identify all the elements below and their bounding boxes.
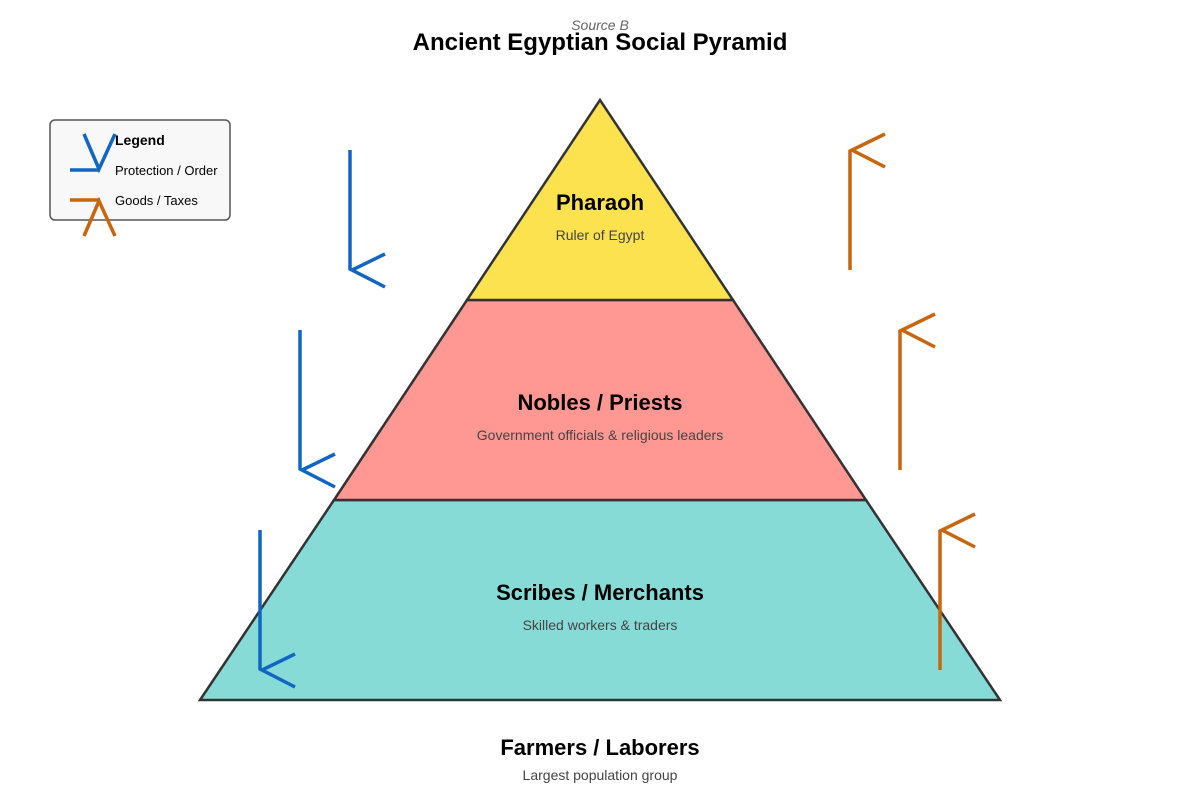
tier-pharaoh-shape bbox=[464, 97, 736, 302]
goods-arrow-2 bbox=[898, 312, 936, 470]
goods-arrow-icon bbox=[70, 196, 117, 237]
tier-nobles-description: Government officials & religious leaders bbox=[477, 427, 723, 443]
diagram-title: Ancient Egyptian Social Pyramid bbox=[413, 29, 788, 56]
protection-arrows bbox=[258, 150, 386, 689]
protection-arrow-icon bbox=[70, 133, 117, 174]
tier-pharaoh-description: Ruler of Egypt bbox=[556, 227, 645, 243]
tier-scribes-description: Skilled workers & traders bbox=[523, 617, 678, 633]
goods-arrow-1 bbox=[848, 132, 886, 270]
goods-arrow-3 bbox=[938, 512, 976, 670]
base-group-name: Farmers / Laborers bbox=[500, 735, 699, 760]
protection-arrow-1 bbox=[348, 150, 386, 289]
tier-pharaoh-name: Pharaoh bbox=[556, 190, 644, 215]
pyramid: Pharaoh Ruler of Egypt Nobles / Priests … bbox=[197, 97, 1003, 702]
tier-nobles-name: Nobles / Priests bbox=[517, 390, 682, 415]
base-group-description: Largest population group bbox=[523, 767, 678, 783]
legend-title: Legend bbox=[115, 132, 165, 148]
legend-item-goods: Goods / Taxes bbox=[115, 193, 198, 208]
legend: Legend Protection / Order Goods / Taxes bbox=[49, 119, 231, 237]
goods-arrows bbox=[848, 132, 976, 670]
source-label: Source B bbox=[571, 17, 629, 33]
protection-arrow-3 bbox=[258, 530, 296, 689]
tier-scribes-name: Scribes / Merchants bbox=[496, 580, 704, 605]
legend-box bbox=[49, 119, 231, 221]
legend-item-protection: Protection / Order bbox=[115, 163, 218, 178]
protection-arrow-2 bbox=[298, 330, 336, 489]
